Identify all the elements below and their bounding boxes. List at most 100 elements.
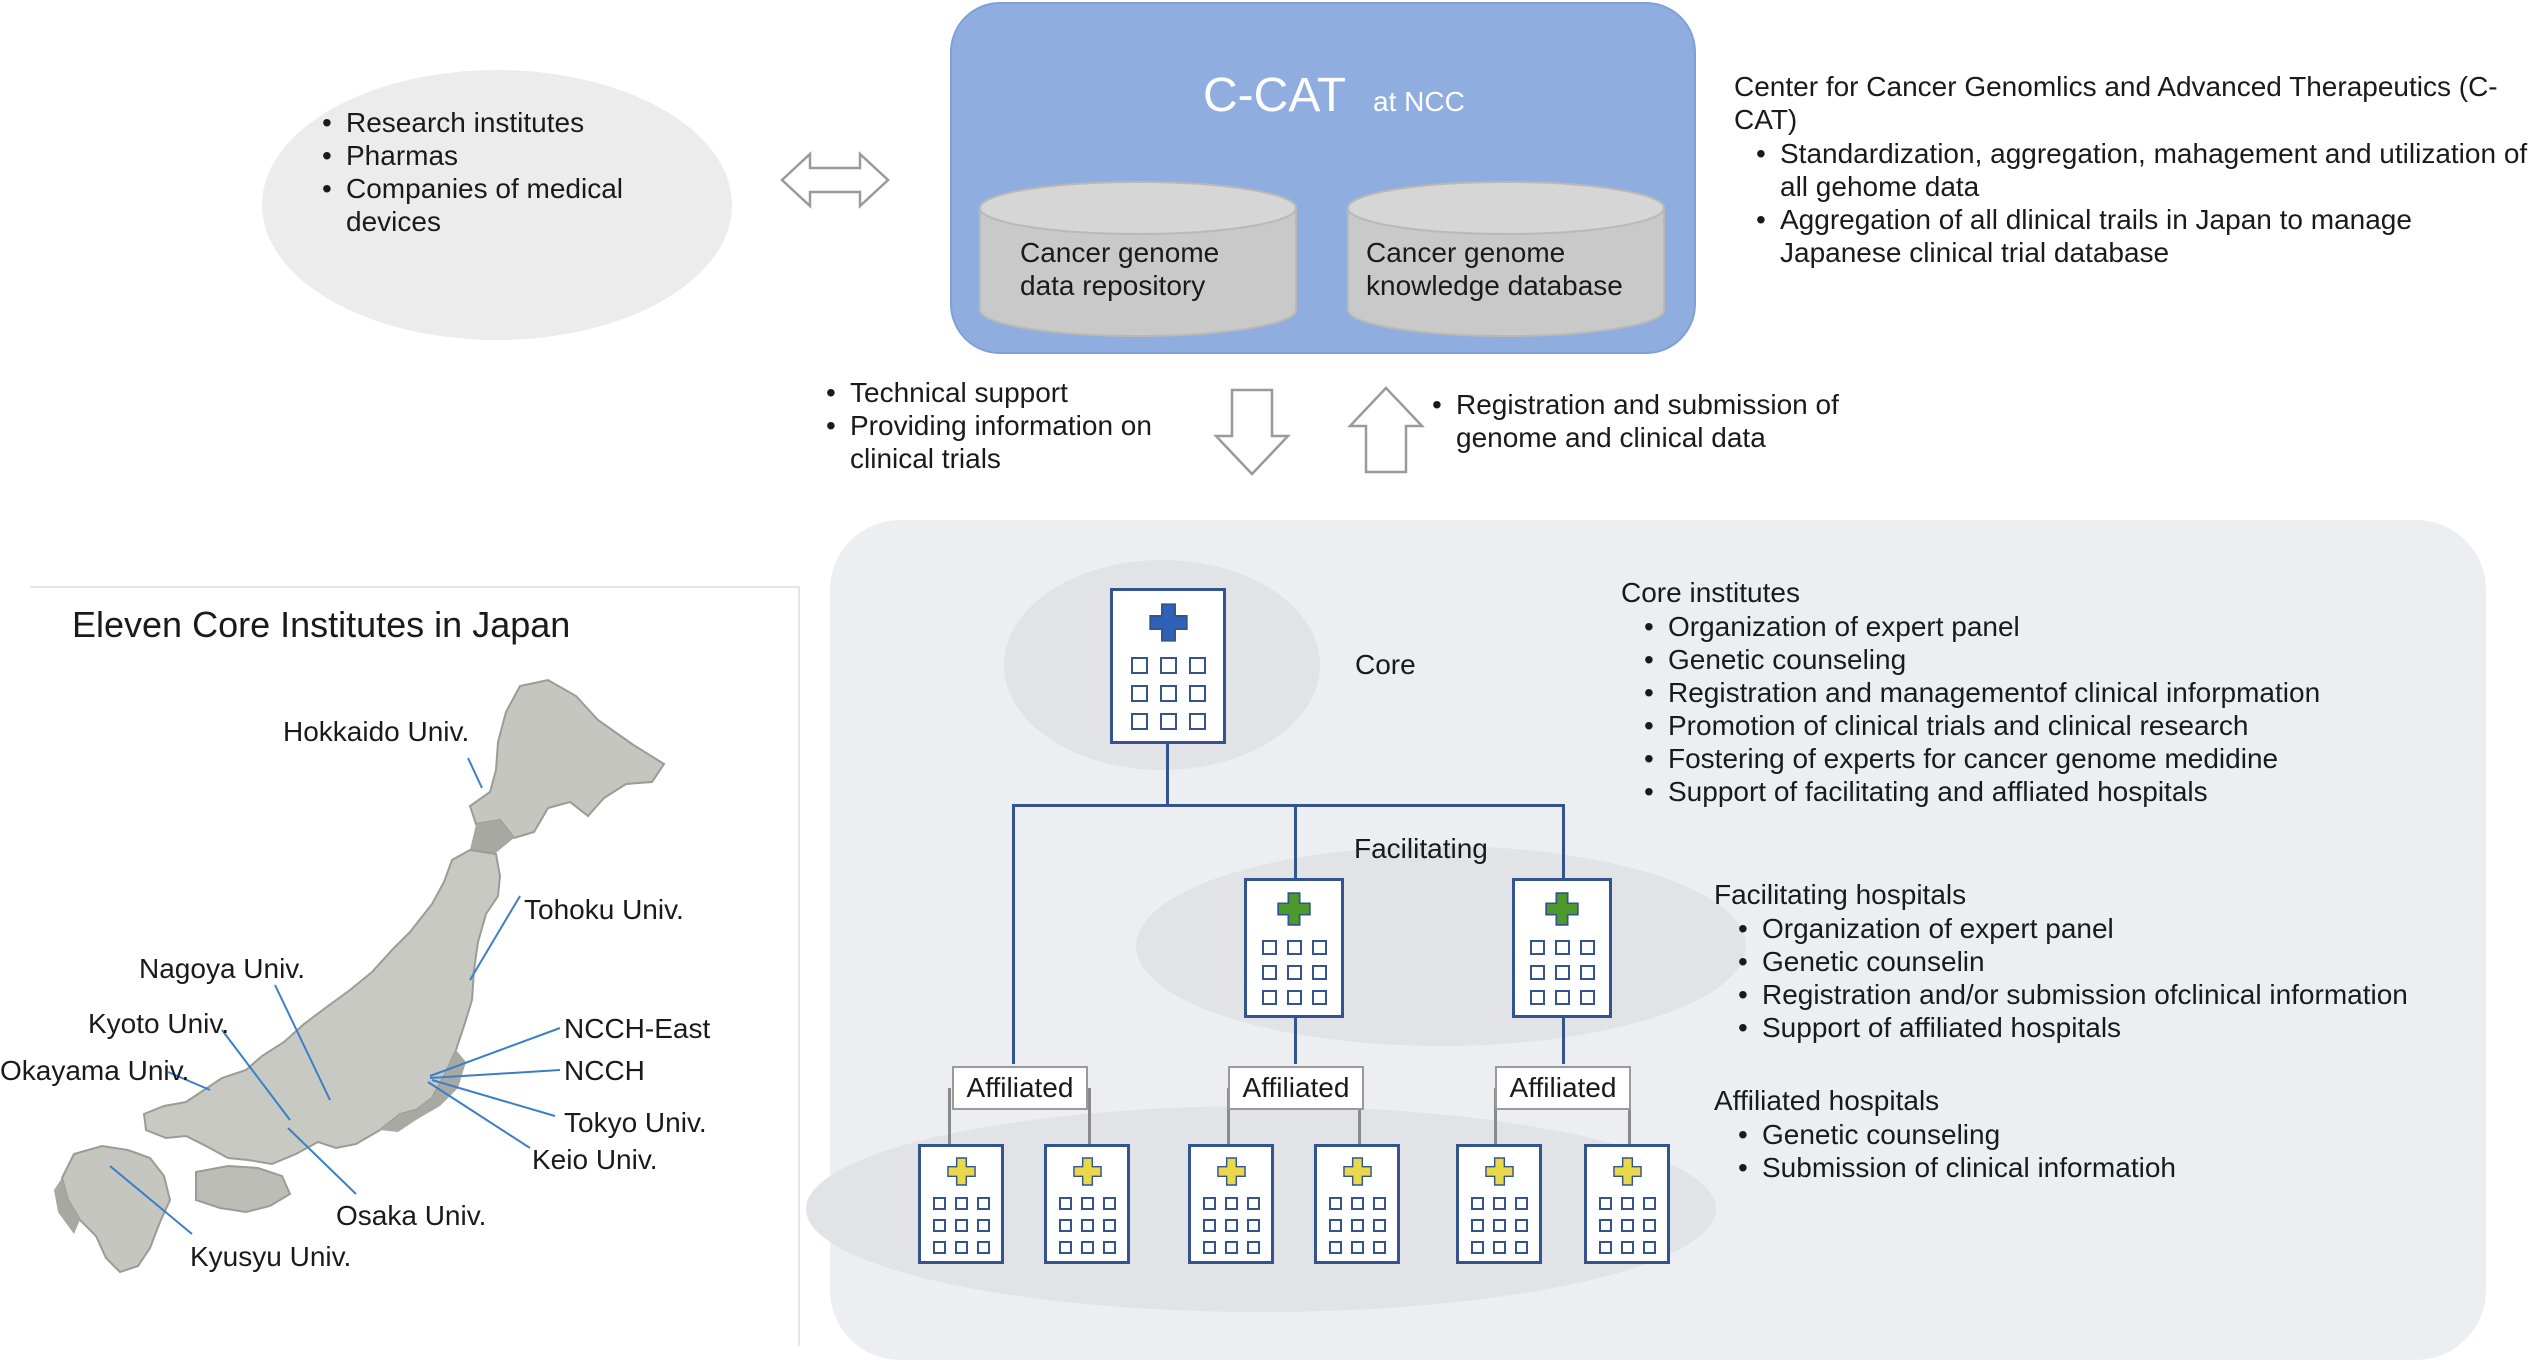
- affiliated-hospital-icon: [1044, 1144, 1130, 1264]
- aff-desc-list: Genetic counseling Submission of clinica…: [1738, 1118, 2176, 1184]
- window-icon: [1598, 1219, 1612, 1233]
- window-icon: [1642, 1197, 1656, 1211]
- window-icon: [1130, 684, 1148, 702]
- core-desc-item: Support of facilitating and affliated ho…: [1644, 775, 2320, 808]
- window-icon: [1470, 1219, 1484, 1233]
- window-icon: [1159, 712, 1177, 730]
- window-icon: [1328, 1219, 1342, 1233]
- connector-line: [1294, 1017, 1297, 1064]
- window-icon: [1642, 1219, 1656, 1233]
- window-icon: [1350, 1197, 1364, 1211]
- window-icon: [1102, 1197, 1116, 1211]
- medical-cross-icon: [1277, 892, 1311, 926]
- connector-line: [1012, 804, 1015, 1064]
- fac-desc-item: Registration and/or submission ofclinica…: [1738, 978, 2408, 1011]
- core-desc-title: Core institutes: [1621, 577, 1800, 608]
- database-icon: [979, 181, 1297, 337]
- support-list: Technical support Providing information …: [826, 376, 1186, 475]
- fac-desc-title: Facilitating hospitals: [1714, 879, 1967, 910]
- window-icon: [1224, 1219, 1238, 1233]
- window-icon: [1080, 1197, 1094, 1211]
- up-arrow-icon: [1347, 386, 1425, 474]
- window-icon: [1514, 1219, 1528, 1233]
- medical-cross-icon: [946, 1156, 976, 1186]
- core-desc-item: Genetic counseling: [1644, 643, 2320, 676]
- window-icon: [1492, 1241, 1506, 1255]
- window-icon: [1130, 712, 1148, 730]
- partner-item: Pharmas: [322, 139, 682, 172]
- affiliated-connector: [1088, 1088, 1091, 1144]
- affiliated-hospital-icon: [1188, 1144, 1274, 1264]
- window-icon: [1058, 1219, 1072, 1233]
- window-icon: [932, 1241, 946, 1255]
- aff-desc-title: Affiliated hospitals: [1714, 1085, 1940, 1116]
- window-icon: [1579, 964, 1595, 980]
- medical-cross-icon: [1545, 892, 1579, 926]
- support-item: Technical support: [826, 376, 1186, 409]
- connector-line: [1294, 804, 1297, 878]
- aff-desc-item: Genetic counseling: [1738, 1118, 2176, 1151]
- partner-item: Companies of medical devices: [322, 172, 682, 238]
- window-icon: [1470, 1241, 1484, 1255]
- window-icon: [1620, 1241, 1634, 1255]
- medical-cross-icon: [1342, 1156, 1372, 1186]
- window-icon: [932, 1197, 946, 1211]
- affiliated-connector: [1494, 1088, 1497, 1144]
- map-title: Eleven Core Institutes in Japan: [72, 604, 571, 645]
- window-icon: [1554, 964, 1570, 980]
- window-icon: [1246, 1241, 1260, 1255]
- registration-item: Registration and submission of genome an…: [1432, 388, 1872, 454]
- affiliated-label: Affiliated: [1228, 1066, 1364, 1110]
- core-desc-item: Fostering of experts for cancer genome m…: [1644, 742, 2320, 775]
- medical-cross-icon: [1484, 1156, 1514, 1186]
- window-icon: [1102, 1241, 1116, 1255]
- ccat-subtitle: at NCC: [1373, 86, 1465, 117]
- map-panel-border: [30, 586, 800, 1346]
- core-desc-item: Registration and managementof clinical i…: [1644, 676, 2320, 709]
- map-label-hokkaido: Hokkaido Univ.: [283, 716, 470, 747]
- affiliated-label: Affiliated: [1495, 1066, 1631, 1110]
- core-label: Core: [1355, 649, 1416, 680]
- ccat-desc-title: Center for Cancer Genomlics and Advanced…: [1734, 71, 2498, 135]
- window-icon: [1492, 1219, 1506, 1233]
- window-icon: [1514, 1241, 1528, 1255]
- fac-desc-item: Genetic counselin: [1738, 945, 2408, 978]
- medical-cross-icon: [1216, 1156, 1246, 1186]
- window-icon: [1529, 964, 1545, 980]
- affiliated-connector: [948, 1088, 951, 1144]
- window-icon: [1642, 1241, 1656, 1255]
- medical-cross-icon: [1072, 1156, 1102, 1186]
- window-icon: [954, 1219, 968, 1233]
- window-icon: [1159, 684, 1177, 702]
- bidirectional-arrow-icon: [780, 151, 890, 209]
- window-icon: [1102, 1219, 1116, 1233]
- window-icon: [1202, 1197, 1216, 1211]
- core-desc-list: Organization of expert panel Genetic cou…: [1644, 610, 2320, 808]
- window-icon: [1261, 939, 1277, 955]
- affiliated-hospital-icon: [1314, 1144, 1400, 1264]
- ccat-desc-item: Standardization, aggregation, mahagement…: [1756, 137, 2534, 203]
- window-icon: [1372, 1219, 1386, 1233]
- window-icon: [1311, 964, 1327, 980]
- window-icon: [1311, 989, 1327, 1005]
- core-desc-item: Organization of expert panel: [1644, 610, 2320, 643]
- connector-line: [1562, 804, 1565, 878]
- database-label-repository: Cancer genome data repository: [1020, 237, 1220, 301]
- partners-list: Research institutes Pharmas Companies of…: [322, 106, 682, 238]
- window-icon: [1202, 1219, 1216, 1233]
- ccat-desc-item: Aggregation of all dlinical trails in Ja…: [1756, 203, 2534, 269]
- window-icon: [1350, 1219, 1364, 1233]
- map-label-okayama: Okayama Univ.: [0, 1055, 190, 1086]
- window-icon: [976, 1241, 990, 1255]
- map-label-tohoku: Tohoku Univ.: [524, 894, 684, 925]
- window-icon: [1188, 712, 1206, 730]
- window-icon: [1261, 989, 1277, 1005]
- window-icon: [1529, 989, 1545, 1005]
- window-icon: [1188, 684, 1206, 702]
- ccat-desc-list: Standardization, aggregation, mahagement…: [1756, 137, 2534, 269]
- map-label-ncch: NCCH: [564, 1055, 645, 1086]
- database-icon: [1347, 181, 1665, 337]
- core-desc-item: Promotion of clinical trials and clinica…: [1644, 709, 2320, 742]
- window-icon: [1286, 939, 1302, 955]
- down-arrow-icon: [1213, 388, 1291, 476]
